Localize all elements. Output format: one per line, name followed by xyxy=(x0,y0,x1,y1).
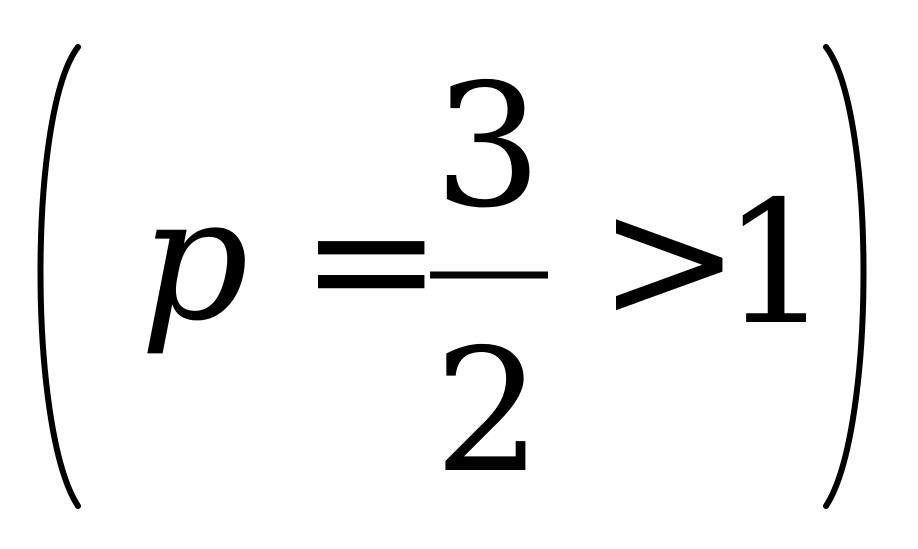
fraction-numerator: 3 xyxy=(434,48,542,246)
right-parenthesis xyxy=(823,44,867,509)
greater-than-sign: > xyxy=(598,161,740,359)
equals-sign: = xyxy=(300,161,442,359)
left-parenthesis xyxy=(37,44,81,509)
fraction-denominator: 2 xyxy=(434,313,542,511)
rhs-one: 1 xyxy=(722,165,830,363)
variable-p: p xyxy=(140,161,249,359)
